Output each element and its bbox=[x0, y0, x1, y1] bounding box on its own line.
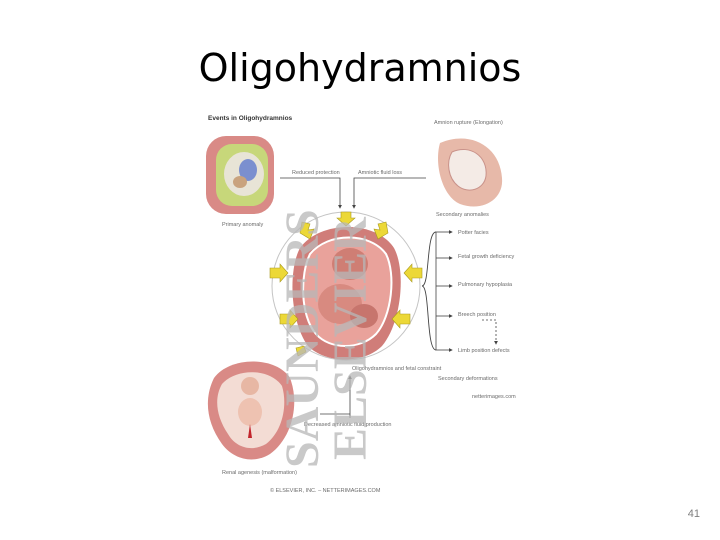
slide-title: Oligohydramnios bbox=[0, 44, 720, 92]
figure-heading: Events in Oligohydramnios bbox=[208, 115, 293, 122]
amnion-rupture-illustration bbox=[438, 138, 502, 206]
label-breech-position: Breech position bbox=[458, 312, 496, 318]
label-amnion-rupture: Amnion rupture (Elongation) bbox=[434, 120, 503, 126]
page-number: 41 bbox=[640, 508, 700, 520]
label-small-code: netterimages.com bbox=[472, 394, 516, 400]
svg-text:SAUNDERS: SAUNDERS bbox=[276, 209, 329, 468]
figure-credit: © ELSEVIER, INC. – NETTERIMAGES.COM bbox=[270, 487, 381, 494]
label-pulmonary-hypoplasia: Pulmonary hypoplasia bbox=[458, 282, 513, 288]
saunders-elsevier-watermark: SAUNDERS ELSEVIER bbox=[276, 209, 377, 468]
label-primary-anomaly: Primary anomaly bbox=[222, 222, 264, 228]
label-potter-facies: Potter facies bbox=[458, 230, 489, 236]
label-growth-deficiency: Fetal growth deficiency bbox=[458, 254, 514, 260]
label-amniotic-fluid-loss: Amniotic fluid loss bbox=[358, 170, 402, 176]
label-limb-position-defects: Limb position defects bbox=[458, 348, 510, 354]
uterus-cross-section-illustration bbox=[206, 136, 274, 214]
label-secondary-deformations: Secondary deformations bbox=[438, 376, 498, 382]
oligohydramnios-figure: Events in Oligohydramnios Primary anomal… bbox=[200, 108, 520, 500]
label-reduced-protection: Reduced protection bbox=[292, 170, 340, 176]
label-secondary-anomalies: Secondary anomalies bbox=[436, 212, 489, 218]
label-renal-agenesis: Renal agenesis (malformation) bbox=[222, 470, 297, 476]
svg-text:ELSEVIER: ELSEVIER bbox=[324, 216, 377, 460]
